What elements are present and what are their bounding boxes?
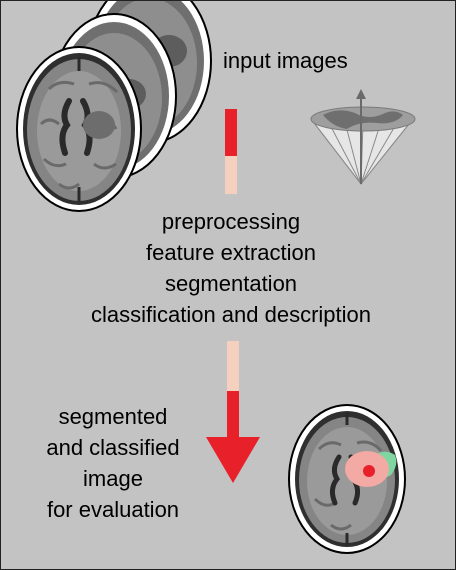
output-line: and classified: [46, 435, 180, 460]
brain-scan-icon: [288, 404, 406, 554]
tumor-core: [363, 465, 375, 477]
flow-arrow-upper: [225, 109, 237, 194]
hemisphere-cone-icon: [309, 89, 416, 185]
step-classification: classification and description: [90, 302, 372, 327]
output-line: for evaluation: [46, 497, 180, 522]
step-feature-extraction: feature extraction: [146, 240, 316, 265]
output-line: segmented: [58, 404, 168, 429]
output-label: segmented and classified image for evalu…: [23, 401, 203, 525]
processing-steps: preprocessing feature extraction segment…: [41, 206, 421, 330]
step-segmentation: segmentation: [164, 271, 298, 296]
flow-arrow-lower: [206, 341, 260, 483]
brain-scan-icon: [16, 46, 142, 212]
output-line: image: [83, 466, 143, 491]
step-preprocessing: preprocessing: [161, 209, 301, 234]
input-images-label: input images: [223, 48, 348, 73]
